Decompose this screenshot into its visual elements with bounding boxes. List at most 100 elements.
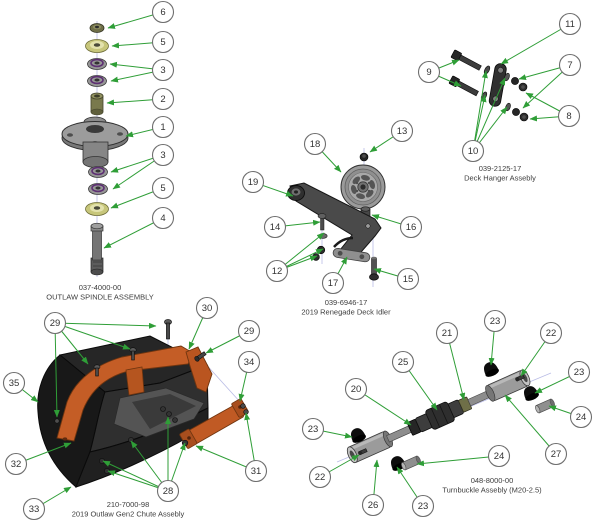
callout-number: 34 bbox=[244, 357, 255, 368]
callout-deck-hanger-7: 7 bbox=[518, 53, 582, 109]
callout-circle bbox=[399, 215, 423, 239]
callout-circle bbox=[2, 371, 26, 395]
callout-number: 22 bbox=[315, 472, 326, 483]
callout-spindle-6: 6 bbox=[107, 0, 175, 29]
callout-circle bbox=[321, 271, 345, 295]
callout-turnbuckle-22: 22 bbox=[520, 321, 563, 377]
callout-turnbuckle-20: 20 bbox=[344, 377, 412, 426]
callout-circle bbox=[195, 296, 219, 320]
callout-circle bbox=[151, 176, 175, 200]
callout-spindle-4: 4 bbox=[103, 206, 175, 249]
callout-deck-hanger-10: 10 bbox=[461, 70, 508, 163]
callout-spindle-1: 1 bbox=[125, 115, 175, 139]
callout-circle bbox=[558, 12, 582, 36]
callout-circle bbox=[411, 494, 435, 518]
callout-arrow bbox=[504, 394, 557, 455]
part-turnbuckle-body bbox=[415, 399, 464, 433]
callout-number: 3 bbox=[160, 65, 165, 76]
label-spindle-name: OUTLAW SPINDLE ASSEMBLY bbox=[46, 293, 154, 302]
callout-circle bbox=[241, 170, 265, 194]
callout-deck-idler-17: 17 bbox=[321, 256, 348, 295]
part-top-bearing bbox=[89, 23, 105, 33]
callout-deck-idler-13: 13 bbox=[369, 119, 414, 153]
callout-spindle-2: 2 bbox=[106, 87, 175, 111]
callout-turnbuckle-23: 23 bbox=[534, 360, 591, 394]
callout-deck-idler-19: 19 bbox=[241, 170, 294, 197]
callout-arrow bbox=[53, 322, 60, 418]
part-spacer-tube bbox=[535, 398, 555, 414]
part-washer bbox=[483, 65, 491, 75]
chute-assembly-drawing bbox=[37, 319, 249, 488]
callout-circle bbox=[557, 104, 581, 128]
label-turnbuckle-part-number: 048-8000-00 bbox=[471, 476, 514, 485]
part-spindle-shaft bbox=[90, 222, 104, 276]
callout-circle bbox=[151, 0, 175, 24]
part-idler-bolt-long bbox=[369, 256, 379, 281]
part-idler-nut bbox=[359, 152, 369, 162]
spindle-assembly-drawing bbox=[61, 21, 129, 277]
callout-number: 5 bbox=[160, 183, 165, 194]
part-rubber-boot bbox=[350, 428, 366, 443]
callout-number: 20 bbox=[351, 384, 362, 395]
callout-chute-29: 29 bbox=[43, 311, 157, 418]
turnbuckle-drawing bbox=[336, 362, 555, 471]
callout-number: 18 bbox=[310, 139, 321, 150]
callout-number: 9 bbox=[426, 67, 431, 78]
callout-deck-idler-14: 14 bbox=[263, 215, 321, 239]
callout-number: 29 bbox=[50, 318, 61, 329]
callout-number: 23 bbox=[418, 501, 429, 512]
part-rubber-boot bbox=[483, 362, 499, 377]
part-idler-bolt bbox=[317, 213, 327, 231]
callout-arrow bbox=[102, 460, 169, 492]
callout-chute-30: 30 bbox=[188, 296, 219, 350]
callout-circle bbox=[390, 119, 414, 143]
callout-turnbuckle-21: 21 bbox=[435, 321, 466, 401]
callout-number: 3 bbox=[160, 150, 165, 161]
callout-number: 23 bbox=[574, 367, 585, 378]
chute-bracket bbox=[179, 398, 249, 449]
callout-arrow bbox=[472, 77, 506, 152]
callout-chute-31: 31 bbox=[195, 412, 268, 483]
label-chute-part-number: 210-7000-98 bbox=[107, 500, 150, 509]
callout-circle bbox=[417, 60, 441, 84]
callout-turnbuckle-23: 23 bbox=[396, 466, 435, 518]
callout-circle bbox=[487, 444, 511, 468]
chute-center-tab bbox=[125, 366, 145, 396]
callout-number: 12 bbox=[272, 266, 283, 277]
callout-circle bbox=[265, 259, 289, 283]
callout-number: 23 bbox=[308, 424, 319, 435]
callout-number: 24 bbox=[494, 451, 505, 462]
callout-chute-34: 34 bbox=[237, 350, 261, 402]
callout-deck-idler-18: 18 bbox=[303, 132, 342, 173]
callout-circle bbox=[308, 465, 332, 489]
callout-deck-idler-15: 15 bbox=[373, 267, 420, 291]
callout-circle bbox=[151, 58, 175, 82]
callout-spindle-3: 3 bbox=[109, 58, 175, 83]
callout-number: 8 bbox=[566, 111, 571, 122]
callout-arrow bbox=[500, 23, 571, 65]
callout-number: 22 bbox=[546, 328, 557, 339]
label-spindle-part-number: 037-4000-00 bbox=[79, 283, 122, 292]
callout-number: 4 bbox=[160, 213, 165, 224]
callout-number: 32 bbox=[11, 459, 22, 470]
part-seal-upper bbox=[85, 39, 109, 53]
callout-number: 26 bbox=[368, 500, 379, 511]
callout-number: 5 bbox=[160, 37, 165, 48]
part-hanger-bolt bbox=[448, 75, 479, 97]
callout-number: 2 bbox=[160, 94, 165, 105]
callout-circle bbox=[237, 319, 261, 343]
part-hanger-link bbox=[488, 63, 507, 107]
callout-turnbuckle-24: 24 bbox=[548, 405, 593, 429]
label-chute-name: 2019 Outlaw Gen2 Chute Assebly bbox=[72, 510, 185, 519]
part-bearing bbox=[88, 166, 108, 178]
callout-deck-hanger-9: 9 bbox=[417, 59, 462, 87]
callout-circle bbox=[391, 350, 415, 374]
callout-circle bbox=[396, 267, 420, 291]
callout-number: 33 bbox=[29, 504, 40, 515]
callout-circle bbox=[303, 132, 327, 156]
callout-circle bbox=[301, 417, 325, 441]
label-deck-idler-name: 2019 Renegade Deck Idler bbox=[301, 308, 391, 317]
callout-circle bbox=[567, 360, 591, 384]
